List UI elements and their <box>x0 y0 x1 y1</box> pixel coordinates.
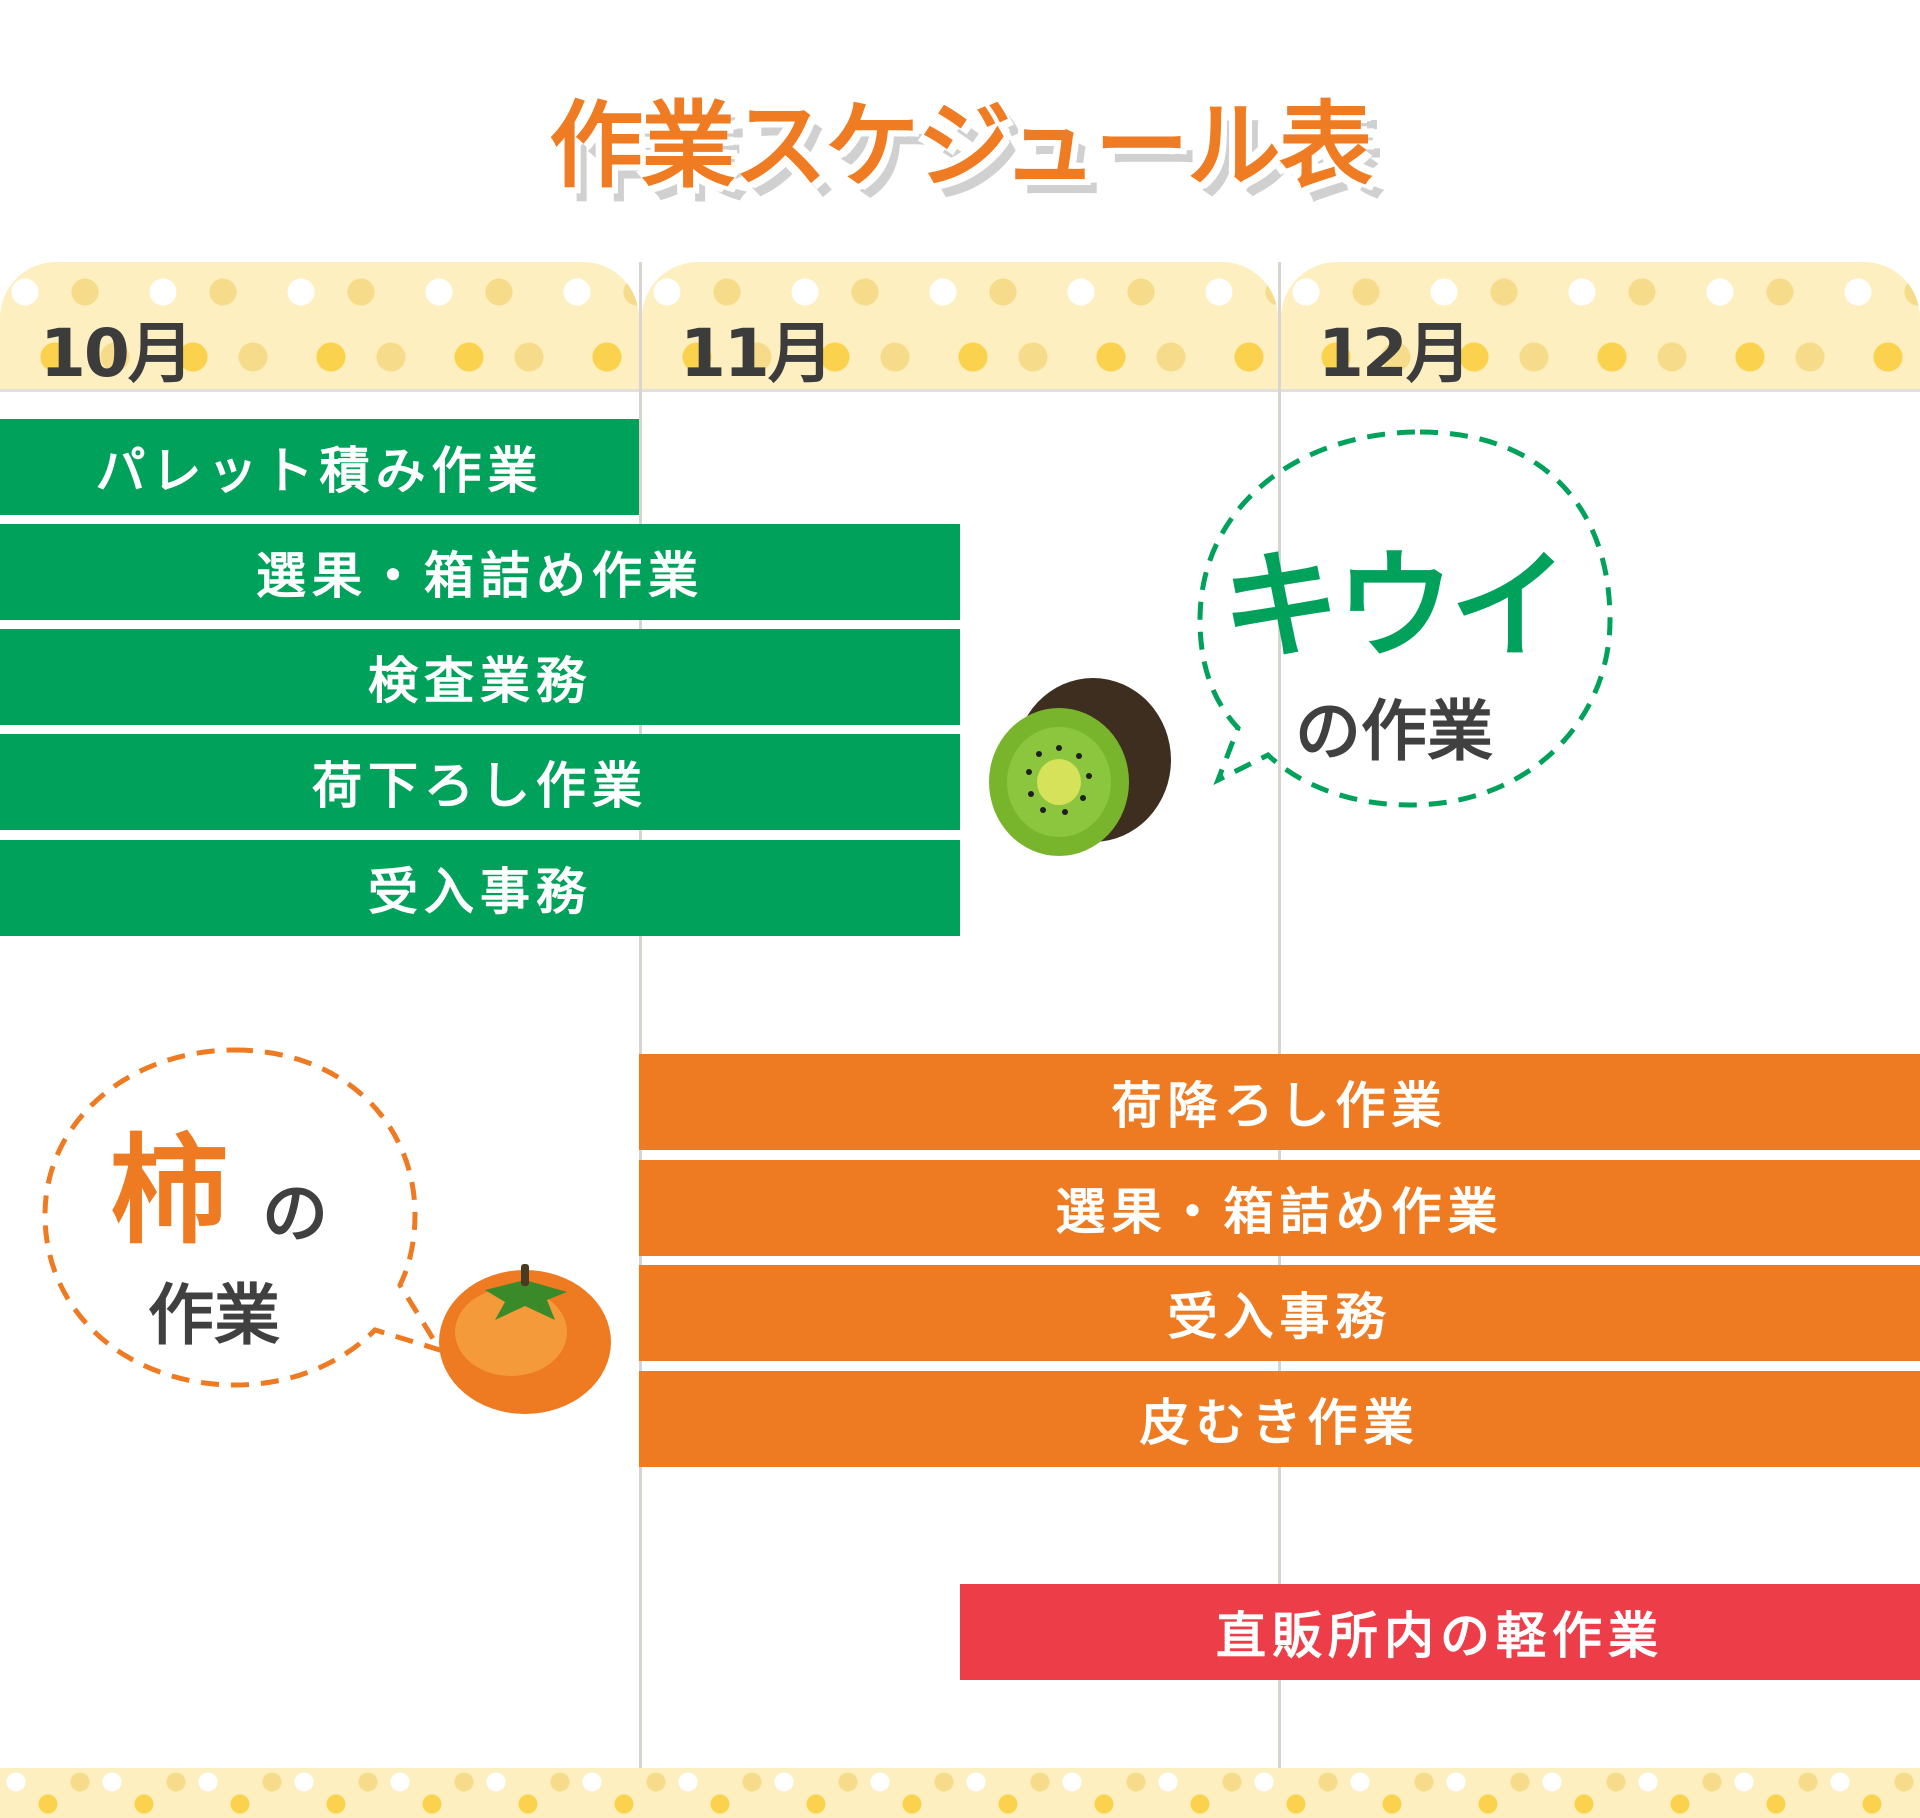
persimmon-fruit-icon <box>439 1264 611 1414</box>
persimmon-task-bar: 選果・箱詰め作業 <box>639 1160 1920 1256</box>
kiwi-label-sub: の作業 <box>1295 693 1493 770</box>
column-divider-2 <box>1278 262 1281 1770</box>
header-divider <box>0 389 1920 392</box>
kiwi-task-bar: 受入事務 <box>0 840 960 936</box>
persimmon-label-no: の <box>262 1175 328 1252</box>
kiwi-task-bar: 選果・箱詰め作業 <box>0 524 960 620</box>
month-tab-november <box>642 262 1278 390</box>
kiwi-speech-bubble <box>1197 429 1613 808</box>
footer-pattern <box>0 1768 1920 1818</box>
kiwi-task-bar: パレット積み作業 <box>0 419 639 515</box>
month-label-december: 12月 <box>1318 315 1472 392</box>
kiwi-fruit-icon <box>989 678 1171 856</box>
month-label-october: 10月 <box>40 315 194 392</box>
kiwi-task-bar: 検査業務 <box>0 629 960 725</box>
persimmon-label-main: 柿 <box>110 1122 229 1260</box>
month-tab-october <box>0 262 639 390</box>
month-label-november: 11月 <box>680 315 834 392</box>
persimmon-task-bar: 皮むき作業 <box>639 1371 1920 1467</box>
column-divider-1 <box>639 262 642 1770</box>
month-tab-december <box>1281 262 1920 390</box>
extra-task-bar: 直販所内の軽作業 <box>960 1584 1920 1680</box>
page-title: 作業スケジュール表 <box>549 92 1372 201</box>
persimmon-speech-bubble <box>42 1047 446 1388</box>
kiwi-label-main: キウイ <box>1222 537 1568 675</box>
persimmon-task-bar: 荷降ろし作業 <box>639 1054 1920 1150</box>
kiwi-task-bar: 荷下ろし作業 <box>0 734 960 830</box>
persimmon-label-sub: 作業 <box>148 1277 280 1354</box>
persimmon-task-bar: 受入事務 <box>639 1265 1920 1361</box>
